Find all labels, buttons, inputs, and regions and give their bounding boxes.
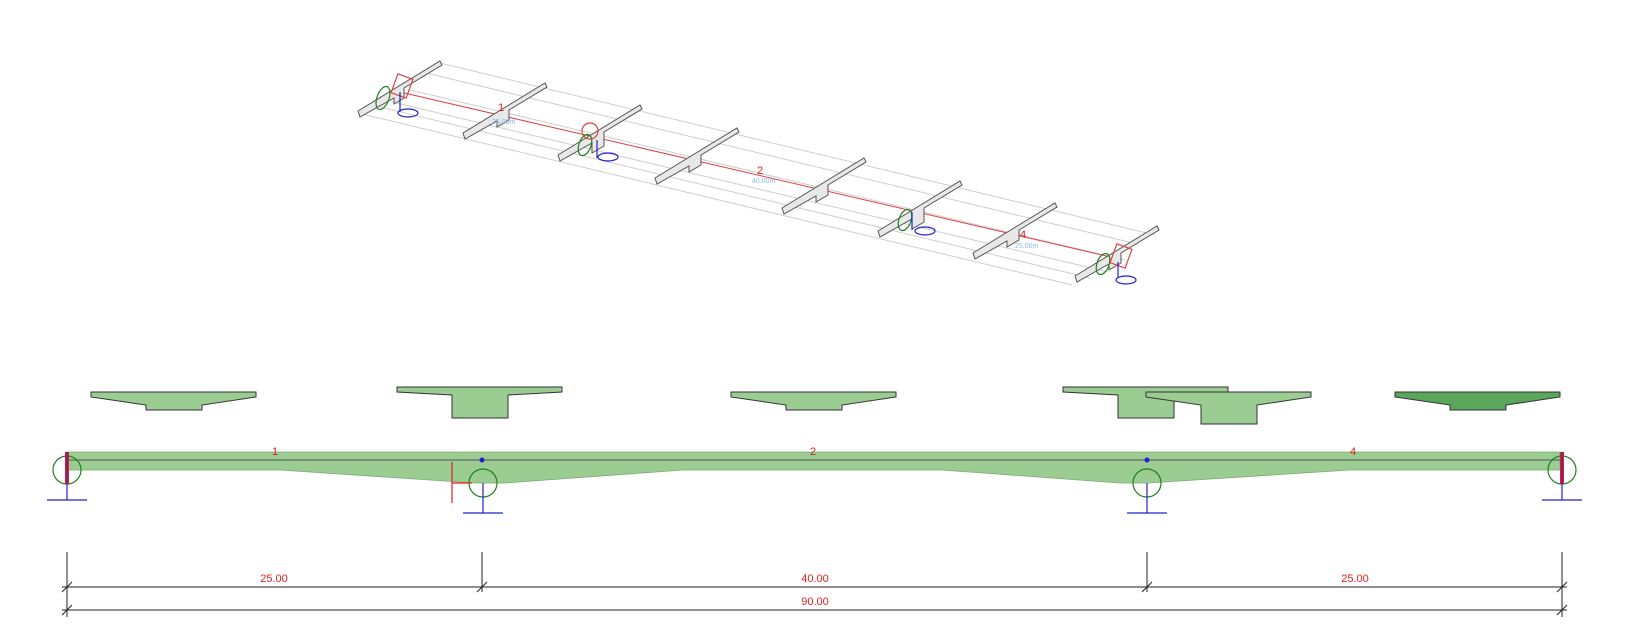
isometric-view: 1 2 4 25.00m 40.00m 25.00m (357, 60, 1160, 286)
iso-section (654, 127, 740, 185)
span-label-1: 1 (272, 446, 278, 458)
section-thumb-1 (90, 391, 257, 411)
iso-length-label-2: 40.00m (752, 178, 776, 185)
iso-support-pier-1 (577, 122, 619, 162)
iso-member-label-4: 4 (1020, 229, 1026, 241)
iso-section (1074, 225, 1160, 283)
section-thumb-2 (396, 386, 563, 419)
dim-span-1: 25.00 (260, 573, 288, 585)
support-pier-2 (1127, 457, 1167, 514)
iso-support-left (375, 73, 419, 118)
dim-span-3: 25.00 (1341, 573, 1369, 585)
iso-support-right (1095, 243, 1137, 285)
span-label-4: 4 (1350, 446, 1356, 458)
section-thumb-6 (1394, 391, 1561, 411)
iso-section (972, 202, 1058, 260)
iso-section (462, 82, 548, 140)
iso-member-label-1: 1 (498, 102, 504, 114)
support-pier-1 (451, 457, 503, 514)
iso-section (557, 104, 643, 162)
dim-span-2: 40.00 (801, 573, 829, 585)
elevation-view: 1 2 4 (47, 446, 1582, 514)
iso-length-label-1: 25.00m (492, 119, 516, 126)
section-thumb-4 (1062, 386, 1229, 419)
support-left-abutment (47, 452, 87, 501)
iso-section (877, 180, 963, 238)
iso-support-pier-2 (897, 208, 936, 236)
section-thumb-3 (730, 391, 897, 411)
iso-section (781, 157, 867, 215)
deck-wireframe (357, 62, 1156, 286)
section-thumb-5 (1145, 391, 1312, 425)
dimension-lines (61, 552, 1568, 617)
dim-total: 90.00 (801, 596, 829, 608)
span-label-2: 2 (810, 446, 816, 458)
iso-member-label-2: 2 (757, 165, 763, 177)
iso-length-label-3: 25.00m (1015, 243, 1039, 250)
section-thumbnails (90, 386, 1561, 425)
support-right-abutment (1542, 452, 1582, 501)
member-axis-line (399, 91, 1116, 259)
